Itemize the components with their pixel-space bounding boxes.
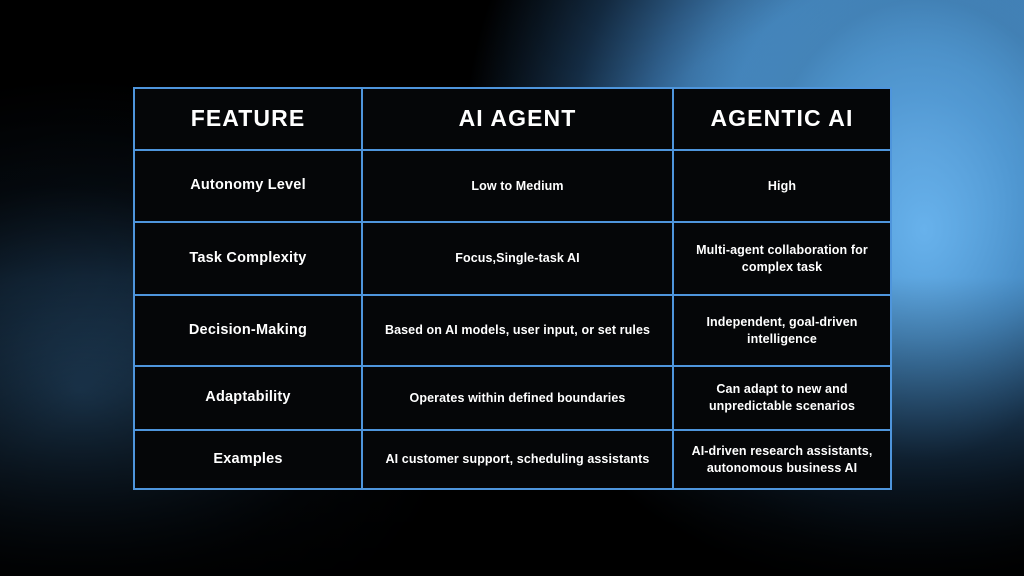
cell-feature: Decision-Making <box>133 294 363 367</box>
cell-ai-agent: Operates within defined boundaries <box>361 365 674 431</box>
column-header-ai-agent: AI AGENT <box>361 87 674 151</box>
table-row: Task Complexity Focus,Single-task AI Mul… <box>133 221 892 296</box>
table-body: Autonomy Level Low to Medium High Task C… <box>133 149 892 490</box>
table-row: Adaptability Operates within defined bou… <box>133 365 892 431</box>
cell-feature: Autonomy Level <box>133 149 363 223</box>
cell-agentic-ai: AI-driven research assistants, autonomou… <box>672 429 892 490</box>
column-header-feature: FEATURE <box>133 87 363 151</box>
cell-ai-agent: Focus,Single-task AI <box>361 221 674 296</box>
cell-ai-agent: Based on AI models, user input, or set r… <box>361 294 674 367</box>
table-row: Autonomy Level Low to Medium High <box>133 149 892 223</box>
cell-agentic-ai: High <box>672 149 892 223</box>
column-header-agentic-ai: AGENTIC AI <box>672 87 892 151</box>
table-header-row: FEATURE AI AGENT AGENTIC AI <box>133 87 892 151</box>
cell-ai-agent: AI customer support, scheduling assistan… <box>361 429 674 490</box>
cell-feature: Adaptability <box>133 365 363 431</box>
table-header: FEATURE AI AGENT AGENTIC AI <box>133 87 892 151</box>
cell-agentic-ai: Multi-agent collaboration for complex ta… <box>672 221 892 296</box>
cell-feature: Task Complexity <box>133 221 363 296</box>
cell-feature: Examples <box>133 429 363 490</box>
table-row: Decision-Making Based on AI models, user… <box>133 294 892 367</box>
cell-agentic-ai: Independent, goal-driven intelligence <box>672 294 892 367</box>
cell-agentic-ai: Can adapt to new and unpredictable scena… <box>672 365 892 431</box>
cell-ai-agent: Low to Medium <box>361 149 674 223</box>
table-row: Examples AI customer support, scheduling… <box>133 429 892 490</box>
comparison-table: FEATURE AI AGENT AGENTIC AI Autonomy Lev… <box>133 87 892 490</box>
